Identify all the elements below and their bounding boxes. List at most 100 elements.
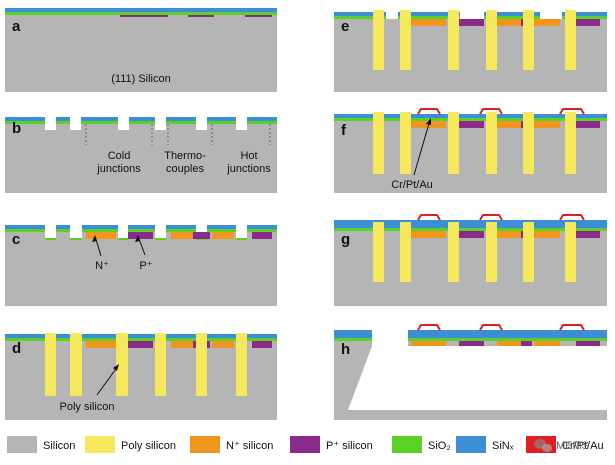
air bbox=[5, 105, 277, 117]
metal-contact bbox=[479, 214, 503, 221]
legend-label: SiO₂ bbox=[428, 440, 451, 452]
p-plus-label: P⁺ bbox=[139, 260, 152, 272]
etch-trench bbox=[118, 117, 129, 130]
h-membrane-stack-sinx bbox=[408, 334, 607, 338]
c-stack-sinx bbox=[5, 225, 277, 229]
metal-contact bbox=[559, 214, 585, 221]
etched-cavity bbox=[348, 346, 607, 410]
n-plus-region bbox=[86, 341, 116, 348]
contact-window bbox=[386, 12, 398, 19]
passivation-sinx bbox=[334, 220, 607, 224]
poly-silicon-pillar bbox=[523, 222, 534, 282]
etch-trench bbox=[70, 117, 81, 130]
membrane-gap bbox=[372, 326, 408, 348]
panel-letter-g: g bbox=[341, 231, 350, 248]
c-stack-sio2 bbox=[5, 229, 277, 232]
a-stack-sio2 bbox=[5, 12, 277, 15]
poly-silicon-pillar bbox=[196, 333, 207, 396]
legend-item-sinx: SiNₓ bbox=[456, 436, 514, 453]
etch-trench bbox=[155, 225, 166, 238]
h-anchor-stack-sinx bbox=[334, 334, 372, 338]
p-doped-strip bbox=[245, 15, 272, 17]
d-stack-sinx bbox=[5, 334, 277, 338]
p-plus-region bbox=[459, 19, 484, 26]
legend-label: P⁺ silicon bbox=[326, 440, 373, 452]
panel-letter-f: f bbox=[341, 122, 347, 139]
legend-item-poly: Poly silicon bbox=[85, 436, 176, 453]
p-plus-region bbox=[459, 341, 484, 346]
poly-silicon-pillar bbox=[400, 222, 411, 282]
etch-trench bbox=[236, 117, 247, 130]
air bbox=[334, 105, 607, 114]
n-plus-region bbox=[212, 232, 234, 239]
b-stack-sinx bbox=[5, 117, 277, 121]
metal-contact bbox=[479, 324, 503, 331]
legend-swatch bbox=[190, 436, 220, 453]
arrowhead bbox=[92, 235, 97, 242]
poly-silicon-pillar bbox=[486, 222, 497, 282]
watermark: MEMS bbox=[534, 439, 589, 452]
panel-letter-d: d bbox=[12, 340, 21, 357]
poly-silicon-pillar bbox=[448, 112, 459, 174]
wechat-bubble bbox=[542, 444, 552, 452]
contact-window bbox=[540, 12, 562, 19]
poly-silicon-pillar bbox=[448, 222, 459, 282]
legend-item-silicon: Silicon bbox=[7, 436, 75, 453]
trench-oxide bbox=[236, 238, 247, 240]
p-plus-region bbox=[521, 341, 532, 346]
poly-silicon-pillar bbox=[70, 333, 82, 396]
thermocouples-label: couples bbox=[166, 163, 204, 175]
anchor-sinx bbox=[334, 330, 372, 334]
arrowhead bbox=[135, 235, 140, 242]
p-plus-region bbox=[459, 121, 484, 128]
legend-swatch bbox=[290, 436, 320, 453]
legend-item-pplus: P⁺ silicon bbox=[290, 436, 373, 453]
air bbox=[5, 322, 277, 334]
air bbox=[5, 5, 277, 8]
cold-junctions-label: Cold bbox=[108, 150, 131, 162]
poly-silicon-pillar bbox=[400, 10, 411, 70]
arrow-poly bbox=[96, 365, 119, 396]
poly-silicon-pillar bbox=[565, 112, 576, 174]
panel-a: a(111) Silicon bbox=[5, 5, 277, 92]
air bbox=[334, 212, 607, 220]
n-plus-region bbox=[534, 231, 560, 238]
p-plus-region bbox=[193, 232, 210, 239]
g-stack-sio2 bbox=[334, 228, 607, 231]
legend-item-sio2: SiO₂ bbox=[392, 436, 451, 453]
p-plus-region bbox=[576, 19, 600, 26]
cold-junctions-label: junctions bbox=[96, 163, 141, 175]
p-plus-region bbox=[576, 341, 600, 346]
etch-trench bbox=[70, 225, 82, 238]
metal-label: Cr/Pt/Au bbox=[391, 179, 433, 191]
n-plus-region bbox=[534, 341, 560, 346]
h-anchor-stack-sio2 bbox=[334, 338, 372, 341]
d-stack-sio2 bbox=[5, 338, 277, 341]
poly-silicon-pillar bbox=[486, 10, 497, 70]
poly-silicon-pillar bbox=[373, 222, 384, 282]
panel-letter-b: b bbox=[12, 120, 21, 137]
legend-label: SiNₓ bbox=[492, 440, 514, 452]
p-plus-region bbox=[459, 231, 484, 238]
poly-silicon-pillar bbox=[236, 333, 247, 396]
metal-contact bbox=[417, 324, 441, 331]
n-plus-region bbox=[212, 341, 234, 348]
n-plus-label: N⁺ bbox=[95, 260, 109, 272]
n-plus-region bbox=[534, 19, 560, 26]
watermark-text: MEMS bbox=[556, 440, 589, 452]
legend-swatch bbox=[392, 436, 422, 453]
air bbox=[334, 5, 607, 12]
panel-e: e bbox=[334, 5, 607, 92]
poly-silicon-label: Poly silicon bbox=[59, 401, 114, 413]
legend-swatch bbox=[7, 436, 37, 453]
metal-contact bbox=[417, 108, 441, 115]
n-plus-region bbox=[497, 341, 521, 346]
p-plus-region bbox=[128, 232, 153, 239]
etch-trench bbox=[118, 225, 128, 238]
n-plus-region bbox=[411, 231, 446, 238]
silicon-label: (111) Silicon bbox=[111, 73, 171, 85]
b-stack-sio2 bbox=[5, 121, 277, 124]
legend-swatch bbox=[456, 436, 486, 453]
poly-silicon-pillar bbox=[523, 10, 534, 70]
